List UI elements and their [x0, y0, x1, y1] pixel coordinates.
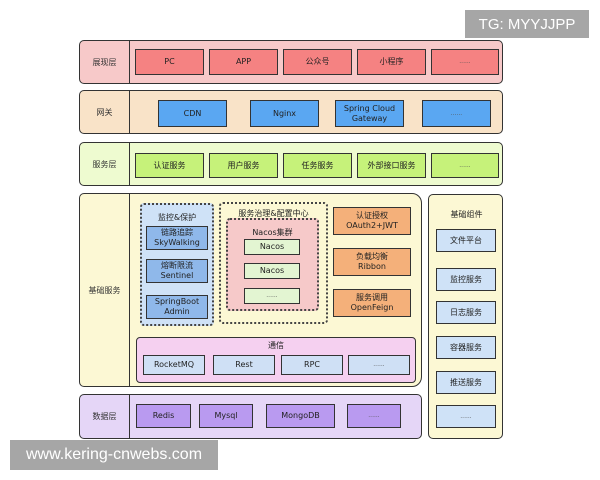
presentation-item-official-account: 公众号	[283, 49, 352, 75]
service-item-auth: 认证服务	[135, 153, 204, 178]
monitor-item-skywalking: 链路追踪 SkyWalking	[146, 226, 208, 250]
data-layer: 数据层 Redis Mysql MongoDB ......	[79, 394, 422, 439]
comm-item-rocketmq: RocketMQ	[143, 355, 205, 375]
data-item-mongodb: MongoDB	[266, 404, 335, 428]
base-components-title: 基础组件	[450, 210, 483, 219]
presentation-item-pc: PC	[135, 49, 204, 75]
base-services-layer: 基础服务 监控&保护 链路追踪 SkyWalking 熔断限流 Sentinel…	[79, 193, 422, 387]
watermark-bottom-left: www.kering-cnwebs.com	[10, 440, 218, 470]
data-item-more: ......	[347, 404, 401, 428]
service-layer-label: 服务层	[80, 143, 130, 185]
presentation-layer: 展现层 PC APP 公众号 小程序 ......	[79, 40, 503, 84]
nacos-cluster-title: Nacos集群	[252, 228, 293, 237]
gateway-layer-label: 网关	[80, 91, 130, 133]
gateway-item-more: ......	[422, 100, 491, 127]
presentation-item-mini-program: 小程序	[357, 49, 426, 75]
gateway-layer: 网关 CDN Nginx Spring Cloud Gateway ......	[79, 90, 503, 134]
comm-item-rpc: RPC	[281, 355, 343, 375]
watermark-top-right: TG: MYYJJPP	[465, 10, 589, 38]
comm-item-more: ......	[348, 355, 410, 375]
communication-title: 通信	[268, 341, 284, 350]
load-balance-ribbon: 负载均衡 Ribbon	[333, 248, 411, 276]
presentation-layer-label: 展现层	[80, 41, 130, 83]
base-components-column: 基础组件 文件平台 监控服务 日志服务 容器服务 推送服务 ......	[428, 194, 503, 439]
service-item-task: 任务服务	[283, 153, 352, 178]
governance-config-title: 服务治理&配置中心	[238, 209, 309, 218]
service-item-external-api: 外部接口服务	[357, 153, 426, 178]
component-file-platform: 文件平台	[436, 229, 496, 252]
service-item-user: 用户服务	[209, 153, 278, 178]
monitor-protection-title: 监控&保护	[157, 213, 197, 222]
gateway-item-cdn: CDN	[158, 100, 227, 127]
gateway-item-nginx: Nginx	[250, 100, 319, 127]
component-container-service: 容器服务	[436, 336, 496, 359]
component-log-service: 日志服务	[436, 301, 496, 324]
component-more: ......	[436, 405, 496, 428]
service-layer: 服务层 认证服务 用户服务 任务服务 外部接口服务 ......	[79, 142, 503, 186]
nacos-node-1: Nacos	[244, 239, 300, 255]
service-item-more: ......	[431, 153, 499, 178]
component-push-service: 推送服务	[436, 371, 496, 394]
data-item-redis: Redis	[136, 404, 191, 428]
data-layer-label: 数据层	[80, 395, 130, 438]
auth-oauth2-jwt: 认证授权 OAuth2+JWT	[333, 207, 411, 235]
monitor-item-springboot-admin: SpringBoot Admin	[146, 295, 208, 319]
component-monitor-service: 监控服务	[436, 268, 496, 291]
data-item-mysql: Mysql	[199, 404, 253, 428]
comm-item-rest: Rest	[213, 355, 275, 375]
nacos-node-2: Nacos	[244, 263, 300, 279]
presentation-item-more: ......	[431, 49, 499, 75]
base-services-label: 基础服务	[80, 194, 130, 386]
presentation-item-app: APP	[209, 49, 278, 75]
monitor-item-sentinel: 熔断限流 Sentinel	[146, 259, 208, 283]
governance-config-group	[219, 202, 328, 324]
nacos-node-more: ......	[244, 288, 300, 304]
service-call-openfeign: 服务调用 OpenFeign	[333, 289, 411, 317]
gateway-item-spring-cloud-gateway: Spring Cloud Gateway	[335, 100, 404, 127]
